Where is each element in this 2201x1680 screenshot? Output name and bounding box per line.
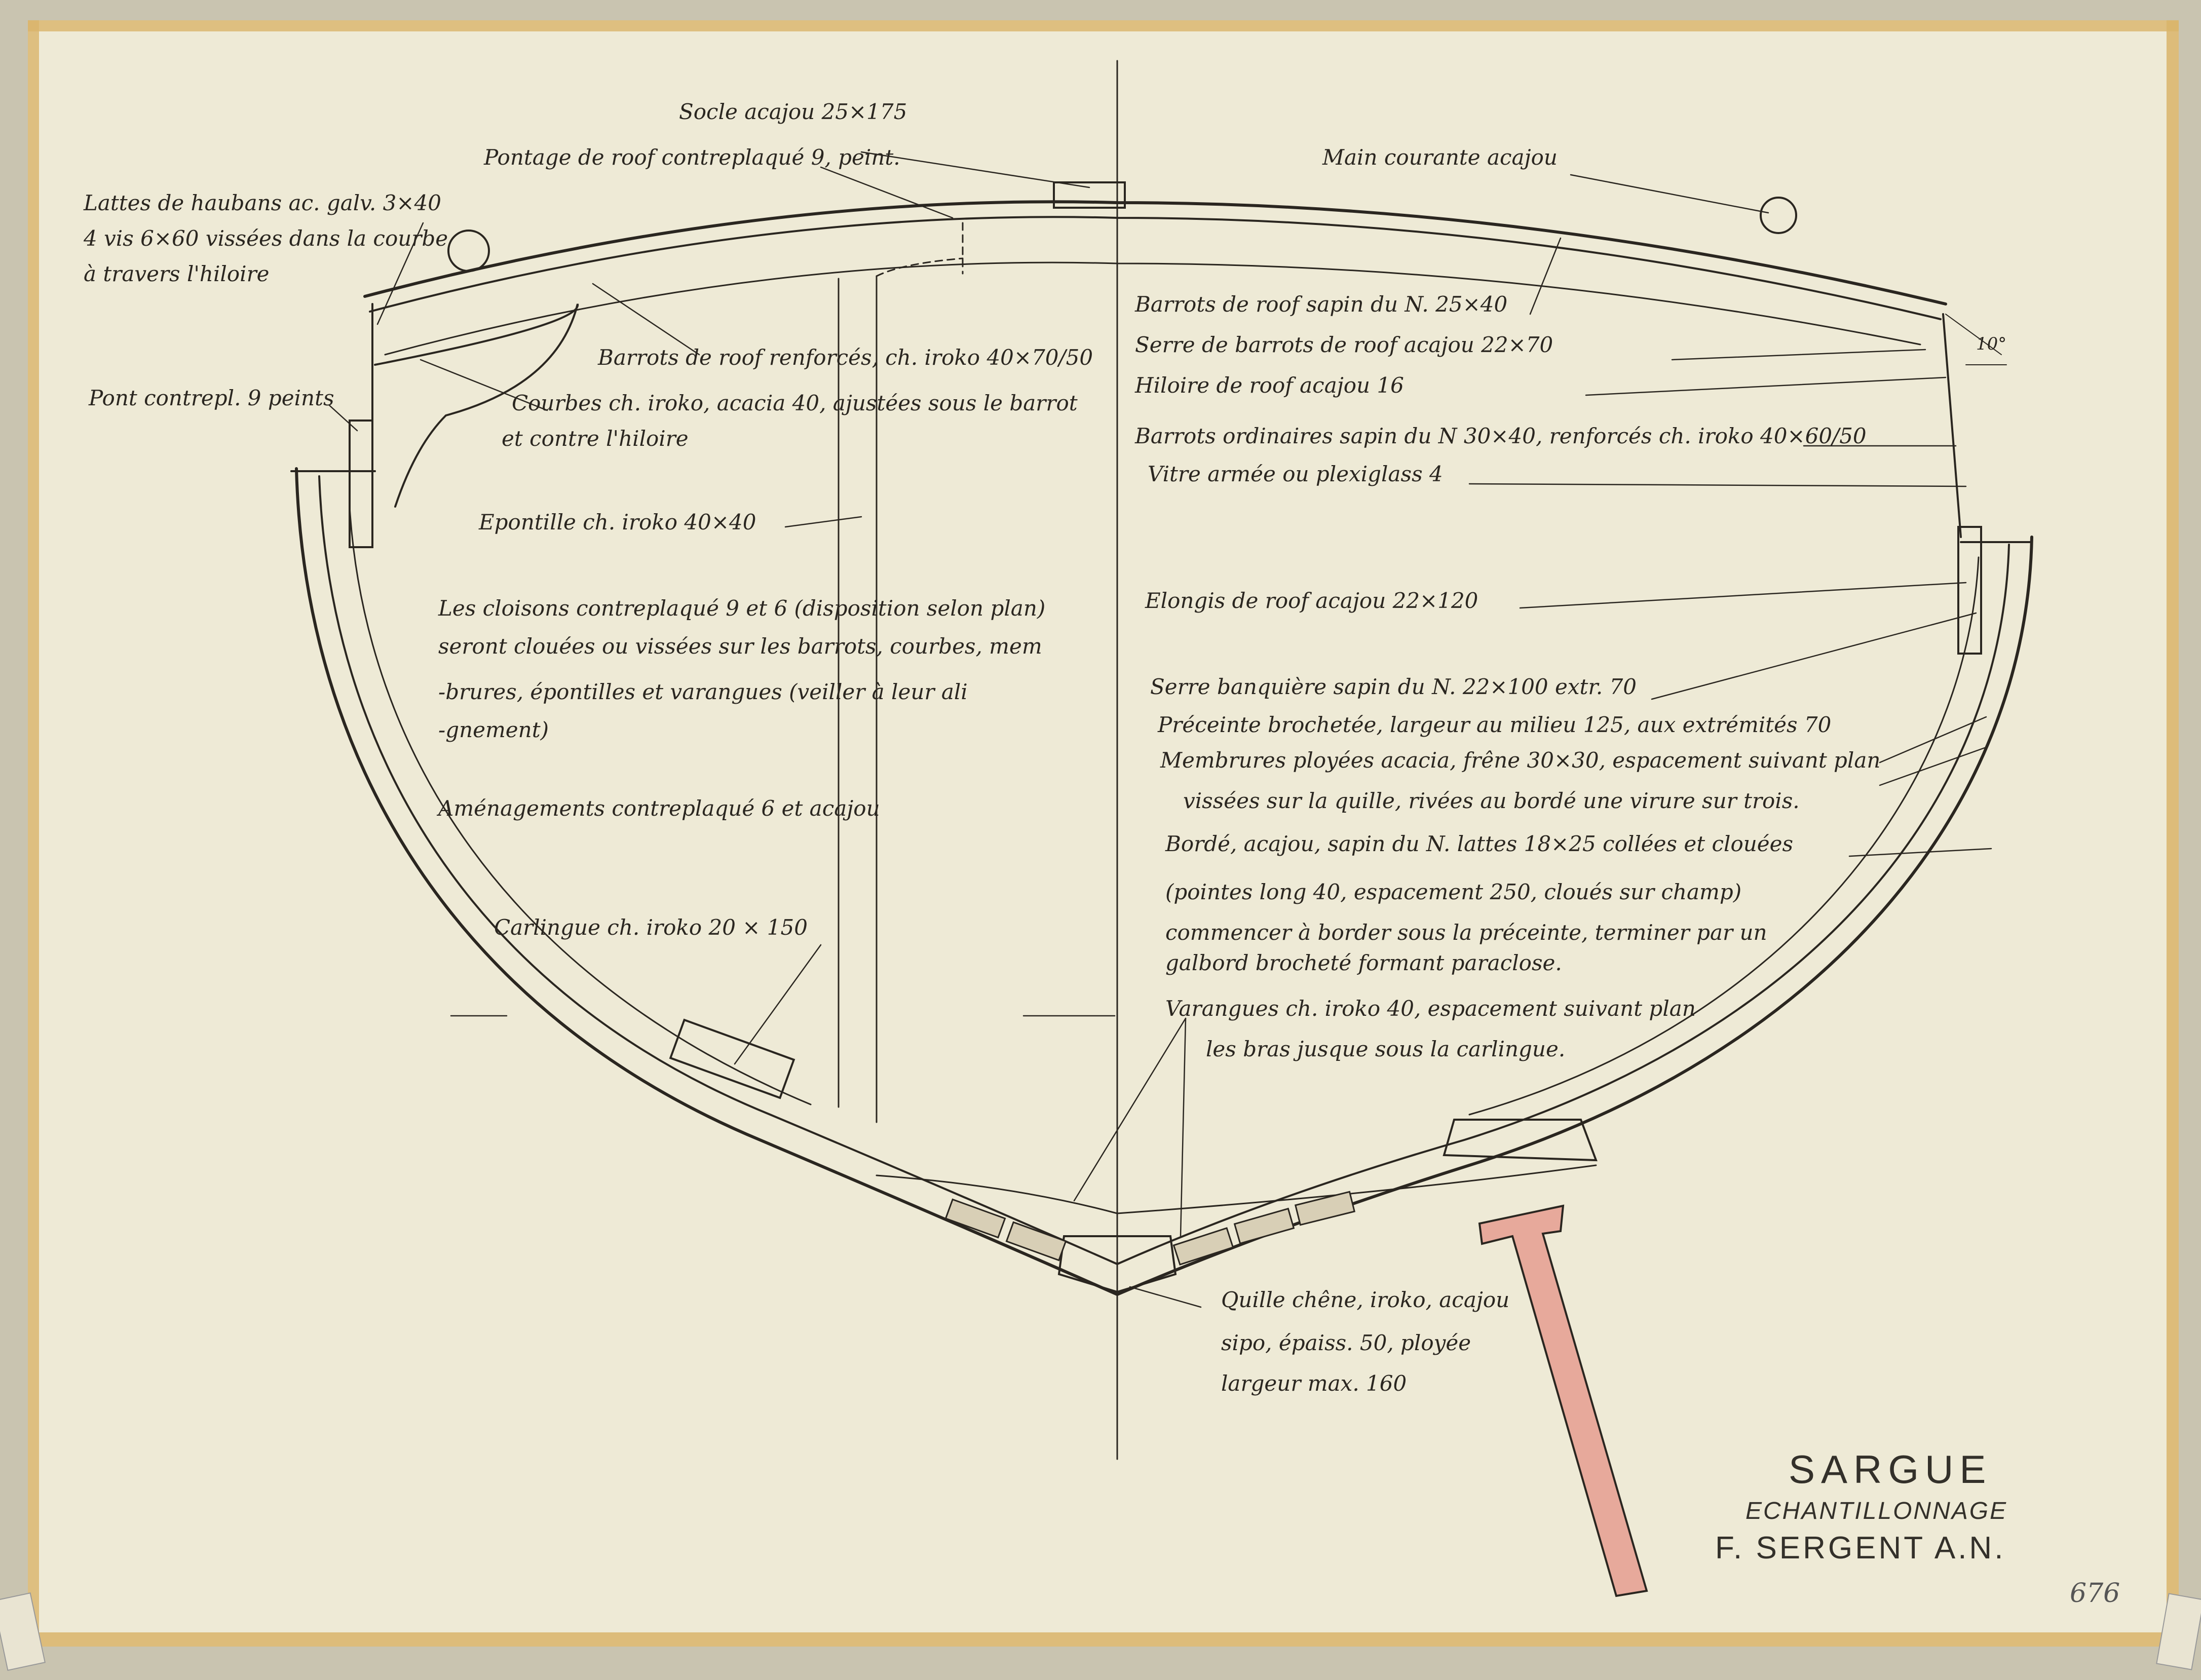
tape-bottom xyxy=(28,1632,2179,1647)
note-serre-barrots: Serre de barrots de roof acajou 22×70 xyxy=(1135,332,1553,357)
bulkhead-dashed xyxy=(876,257,964,277)
plank-left-2 xyxy=(1005,1221,1067,1262)
note-varangues-2: les bras jusque sous la carlingue. xyxy=(1206,1037,1566,1061)
handrail-left xyxy=(447,230,490,272)
plank-left-1 xyxy=(944,1198,1006,1239)
note-quille-3: largeur max. 160 xyxy=(1221,1371,1407,1396)
floor-line-right xyxy=(1116,1164,1597,1214)
note-borde-4: galbord brocheté formant paraclose. xyxy=(1165,950,1562,975)
leader-epontille xyxy=(784,516,862,528)
note-elongis: Elongis de roof acajou 22×120 xyxy=(1145,588,1478,613)
knee-courbe xyxy=(374,303,579,508)
leader-elongis xyxy=(1519,582,1967,609)
frame-inner-line-right xyxy=(1468,556,1980,1116)
plank-right-3 xyxy=(1294,1191,1356,1226)
plank-right-2 xyxy=(1233,1207,1295,1245)
keel-block xyxy=(1057,1235,1177,1293)
leader-pont xyxy=(328,404,358,432)
paper xyxy=(28,20,2179,1647)
note-lattes-2: 4 vis 6×60 vissées dans la courbe xyxy=(84,226,448,251)
tape-top xyxy=(28,20,2179,31)
leader-serre-barrots xyxy=(1671,349,1926,361)
deck-strake-right xyxy=(1957,526,1982,655)
tape-right xyxy=(2167,20,2179,1647)
angle-label: 10° xyxy=(1976,334,2006,354)
leader-borde xyxy=(1848,848,1992,857)
centerboard xyxy=(1478,1204,1648,1597)
note-borde-1: Bordé, acajou, sapin du N. lattes 18×25 … xyxy=(1165,831,1794,856)
leader-hiloire xyxy=(1585,376,1947,396)
note-barrots-sapin: Barrots de roof sapin du N. 25×40 xyxy=(1135,292,1508,317)
corner-tab-right xyxy=(2156,1593,2201,1670)
note-epontille: Epontille ch. iroko 40×40 xyxy=(479,510,756,534)
deck-strake-left xyxy=(349,419,373,548)
floor-line xyxy=(876,1174,1118,1214)
carlingue-block xyxy=(669,1018,795,1099)
leader-carlingue xyxy=(734,944,822,1065)
leader-membrures xyxy=(1879,746,1987,786)
coaming-right xyxy=(1942,313,1962,538)
note-vitre: Vitre armée ou plexiglass 4 xyxy=(1148,462,1443,486)
leader-lattes xyxy=(376,222,424,325)
note-barrots-ordinaires: Barrots ordinaires sapin du N 30×40, ren… xyxy=(1135,424,1867,448)
note-main-courante: Main courante acajou xyxy=(1322,145,1558,170)
corner-tab-left xyxy=(0,1592,46,1671)
title-subtitle: ECHANTILLONNAGE xyxy=(1745,1498,2008,1524)
floor-block-right xyxy=(1443,1119,1598,1162)
title-name: SARGUE xyxy=(1789,1447,1992,1492)
title-author: F. SERGENT A.N. xyxy=(1715,1531,2006,1566)
note-serre-banquiere: Serre banquière sapin du N. 22×100 extr.… xyxy=(1150,674,1637,699)
roof-lower-line xyxy=(369,216,1942,320)
leader-barrots-renforces xyxy=(592,283,700,356)
leader-socle xyxy=(860,151,1090,188)
sheet-number: 676 xyxy=(2070,1578,2120,1609)
handrail-right xyxy=(1760,197,1797,234)
leader-varangues-1 xyxy=(1073,1017,1187,1202)
leader-barrots-sapin xyxy=(1529,237,1562,315)
leader-courbes xyxy=(420,359,548,411)
leader-pontage xyxy=(820,166,954,219)
note-hiloire: Hiloire de roof acajou 16 xyxy=(1135,373,1404,398)
leader-preceinte xyxy=(1879,716,1987,763)
roof-upper-line xyxy=(363,200,1947,306)
hull-outer-line xyxy=(295,467,2033,1296)
tape-left xyxy=(28,20,39,1647)
note-courbes-2: et contre l'hiloire xyxy=(502,426,689,451)
angle-line xyxy=(1945,314,2002,355)
note-lattes-1: Lattes de haubans ac. galv. 3×40 xyxy=(84,190,441,215)
plank-right-1 xyxy=(1172,1227,1234,1266)
roof-beam-line xyxy=(384,261,1921,356)
note-quille-1: Quille chêne, iroko, acajou xyxy=(1221,1287,1510,1312)
note-cloisons-4: -gnement) xyxy=(438,717,549,742)
socle-block xyxy=(1053,181,1126,209)
note-varangues-1: Varangues ch. iroko 40, espacement suiva… xyxy=(1165,996,1696,1021)
hull-inner-line xyxy=(318,475,2010,1266)
leader-quille xyxy=(1129,1286,1202,1308)
leader-vitre xyxy=(1468,483,1967,487)
note-quille-2: sipo, épaiss. 50, ployée xyxy=(1221,1330,1471,1355)
leader-serre-banquiere xyxy=(1651,612,1977,700)
note-pont: Pont contrepl. 9 peints xyxy=(89,386,334,410)
note-pontage: Pontage de roof contreplaqué 9, peint. xyxy=(484,145,900,170)
note-borde-3: commencer à border sous la préceinte, te… xyxy=(1165,920,1767,945)
note-lattes-3: à travers l'hiloire xyxy=(84,261,270,286)
note-preceinte: Préceinte brochetée, largeur au milieu 1… xyxy=(1158,712,1832,737)
note-membrures-1: Membrures ployées acacia, frêne 30×30, e… xyxy=(1160,748,1881,773)
note-socle: Socle acajou 25×175 xyxy=(679,99,907,124)
note-carlingue: Carlingue ch. iroko 20 × 150 xyxy=(494,915,808,940)
leader-varangues-2 xyxy=(1180,1017,1187,1237)
note-borde-2: (pointes long 40, espacement 250, cloués… xyxy=(1165,880,1742,904)
note-cloisons-3: -brures, épontilles et varangues (veille… xyxy=(438,679,968,704)
note-cloisons-2: seront clouées ou vissées sur les barrot… xyxy=(438,634,1042,659)
leader-main-courante xyxy=(1570,174,1769,214)
note-courbes-1: Courbes ch. iroko, acacia 40, ajustées s… xyxy=(512,391,1078,415)
frame-inner-line-left xyxy=(349,506,812,1105)
note-cloisons-1: Les cloisons contreplaqué 9 et 6 (dispos… xyxy=(438,596,1046,621)
note-barrots-renforces: Barrots de roof renforcés, ch. iroko 40×… xyxy=(598,345,1093,370)
note-membrures-2: vissées sur la quille, rivées au bordé u… xyxy=(1183,788,1800,813)
note-amenagements: Aménagements contreplaqué 6 et acajou xyxy=(438,796,880,821)
